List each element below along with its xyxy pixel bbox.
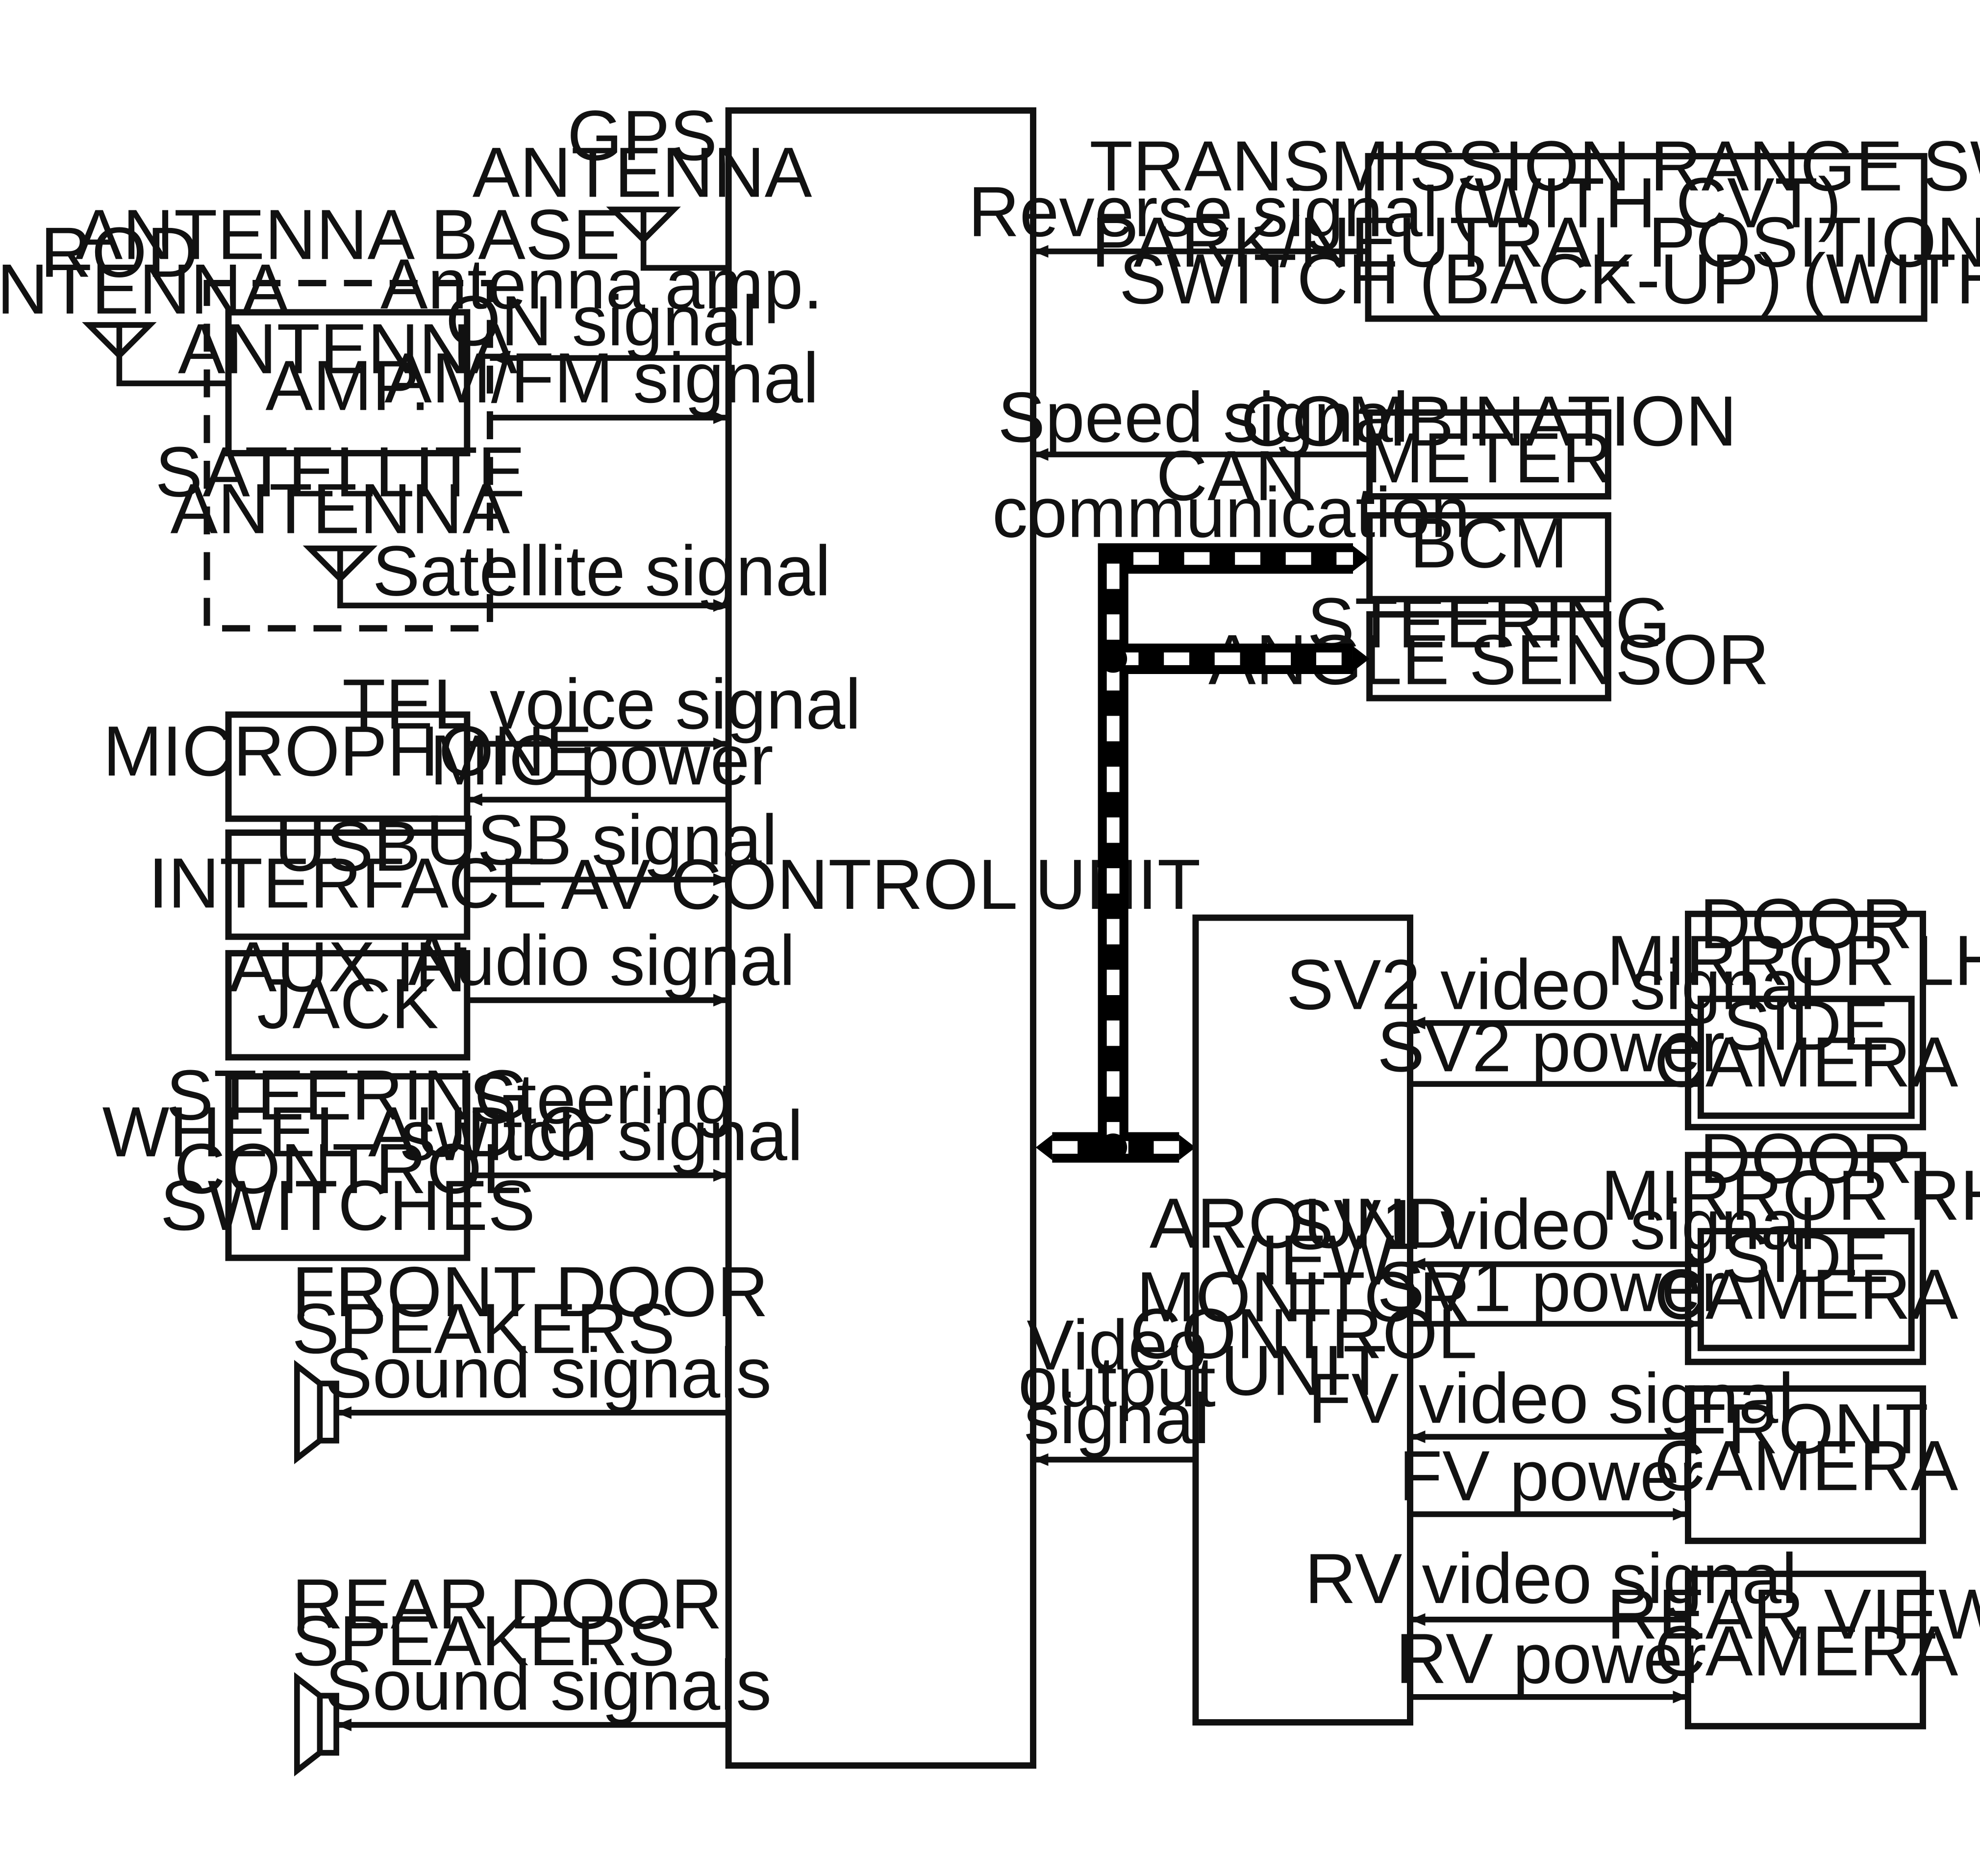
satellite-signal-arrow — [337, 578, 729, 612]
usb-interface-label-1: USB — [275, 806, 421, 886]
gps-antenna-wire — [640, 240, 729, 271]
steering-switches-label-3: CONTROL — [174, 1129, 522, 1208]
transmission-switch-label-2: (WITH CVT) — [1451, 163, 1842, 243]
satellite-antenna-label-1: SATELLITE — [155, 432, 526, 511]
speed-signal-label: Speed signal — [998, 377, 1408, 457]
av-control-unit-box — [725, 107, 1037, 1769]
fv-power-label: FV power — [1399, 1436, 1703, 1515]
combination-meter-label-1: COMBINATION — [1241, 381, 1737, 461]
transmission-switch-box — [1365, 153, 1928, 322]
antenna-base-label: ANTENNA BASE — [75, 195, 621, 274]
transmission-switch-label-3: PARK/NEUTRAL POSITION (PNP) — [1091, 202, 1980, 282]
transmission-switch-label-1: TRANSMISSION RANGE SWITCH — [1089, 126, 1980, 206]
usb-interface-label-2: INTERFACE — [149, 843, 548, 923]
around-view-unit-box — [1192, 914, 1413, 1726]
sv2-video-label: SV2 video signal — [1286, 945, 1816, 1024]
sv2-power-label: SV2 power — [1377, 1007, 1725, 1086]
usb-signal-label: USB signal — [426, 800, 777, 879]
antenna-amp-label-1: ANTENNA — [178, 309, 518, 388]
sv1-power-label: SV1 power — [1377, 1247, 1725, 1326]
steering-switch-signal-label-2: switch signal — [400, 1096, 803, 1176]
around-view-unit-label-4: CONTROL — [1130, 1294, 1478, 1373]
rear-speaker-icon — [294, 1672, 339, 1776]
front-door-speakers-label-1: FRONT DOOR — [292, 1252, 768, 1331]
fv-video-label: FV video signal — [1308, 1359, 1794, 1438]
steering-switches-label-2: WHEEL AUDIO — [102, 1092, 594, 1172]
antenna-base-boundary — [203, 280, 493, 632]
rod-antenna: ROD ANTENNA — [0, 213, 289, 386]
antenna-amp-on-label-1: Antenna amp. — [380, 244, 823, 324]
side-camera-lh-box — [1697, 996, 1915, 1119]
side-camera-rh-label-2: CAMERA — [1654, 1254, 1958, 1334]
door-mirror-lh-label-2: MIRROR LH — [1607, 921, 1980, 1000]
gps-antenna-label-1: GPS — [567, 96, 717, 175]
rear-view-camera-box — [1685, 1571, 1926, 1729]
front-door-speakers-label-2: SPEAKERS — [292, 1289, 675, 1368]
steering-angle-sensor-label-1: STEERING — [1307, 583, 1670, 663]
side-camera-lh-label-1: SIDE — [1723, 985, 1889, 1065]
bcm-box — [1366, 512, 1611, 602]
gps-antenna-icon — [606, 206, 681, 244]
rear-door-speakers-label-1: REAR DOOR — [292, 1564, 722, 1644]
rod-antenna-icon — [82, 322, 157, 360]
steering-switches-label-1: STEERING — [166, 1055, 529, 1135]
aux-in-jack-box — [225, 950, 471, 1061]
around-view-unit-label-1: AROUND — [1150, 1183, 1457, 1263]
rod-antenna-wire — [116, 355, 229, 386]
rear-sound-signals-label: Sound signals — [325, 1646, 772, 1725]
usb-interface-box — [225, 829, 471, 940]
video-output-label-3: signal — [1024, 1379, 1210, 1458]
satellite-signal-label: Satellite signal — [373, 531, 831, 610]
sv1-video-label: SV1 video signal — [1286, 1185, 1816, 1264]
front-sound-signals-label: Sound signals — [325, 1333, 772, 1413]
tel-voice-signal-label: TEL voice signal — [342, 664, 861, 744]
satellite-antenna-icon — [302, 545, 378, 583]
steering-switches-box — [225, 1073, 471, 1261]
rear-view-camera-label-1: REAR VIEW — [1607, 1575, 1980, 1654]
can-bus — [1035, 543, 1370, 1163]
front-camera-box — [1685, 1385, 1926, 1544]
am-fm-signal-label: AM/FM signal — [384, 338, 819, 418]
video-output-label-1: Video — [1027, 1305, 1207, 1385]
microphone-box — [225, 711, 471, 822]
steering-switch-signal-label-1: Steering — [469, 1059, 734, 1139]
gps-antenna-label-2: ANTENNA — [473, 132, 812, 212]
antenna-amp-label-2: AMP. — [266, 346, 430, 425]
side-camera-rh-box — [1697, 1228, 1915, 1351]
bcm-label: BCM — [1410, 503, 1568, 582]
around-view-unit-label-5: UNIT — [1221, 1331, 1386, 1410]
rv-video-label: RV video signal — [1305, 1539, 1798, 1618]
aux-in-jack-label-1: AUX IN — [229, 927, 466, 1006]
rv-power-label: RV power — [1396, 1619, 1706, 1698]
side-camera-rh-label-1: SIDE — [1723, 1218, 1889, 1297]
combination-meter-label-2: METER — [1364, 418, 1613, 498]
rod-antenna-label-1: ROD — [40, 213, 198, 292]
can-label-1: CAN — [1156, 436, 1306, 515]
side-camera-lh-label-2: CAMERA — [1654, 1022, 1958, 1101]
satellite-antenna-label-2: ANTENNA — [171, 469, 510, 549]
av-control-unit-label: AV CONTROL UNIT — [561, 845, 1201, 924]
rear-view-camera-label-2: CAMERA — [1654, 1611, 1958, 1691]
aux-in-jack-label-2: JACK — [257, 964, 439, 1043]
antenna-amp-on-label-2: ON signal — [446, 281, 758, 360]
can-label-2: communication — [992, 473, 1470, 552]
steering-switches-label-4: SWITCHES — [160, 1166, 535, 1245]
front-camera-label-2: CAMERA — [1654, 1426, 1958, 1505]
gps-antenna: GPS ANTENNA — [473, 96, 812, 271]
mic-power-label: MIC power — [430, 720, 774, 800]
reverse-signal-label: Reverse signal — [968, 172, 1438, 251]
front-speaker-icon — [294, 1360, 339, 1464]
door-mirror-rh-label-2: MIRROR RH — [1601, 1155, 1980, 1235]
rear-door-speakers-label-2: SPEAKERS — [292, 1601, 675, 1680]
around-view-unit-label-2: VIEW — [1213, 1220, 1395, 1300]
door-mirror-rh-label-1: DOOR — [1700, 1119, 1913, 1198]
video-output-label-2: output — [1018, 1342, 1216, 1422]
microphone-label: MICROPHONE — [103, 711, 593, 791]
door-mirror-lh-label-1: DOOR — [1700, 884, 1913, 963]
antenna-amp-box — [225, 309, 471, 456]
front-camera-label-1: FRONT — [1684, 1389, 1929, 1469]
audio-signal-label: Audio signal — [408, 921, 795, 1000]
steering-angle-sensor-box — [1366, 611, 1611, 701]
